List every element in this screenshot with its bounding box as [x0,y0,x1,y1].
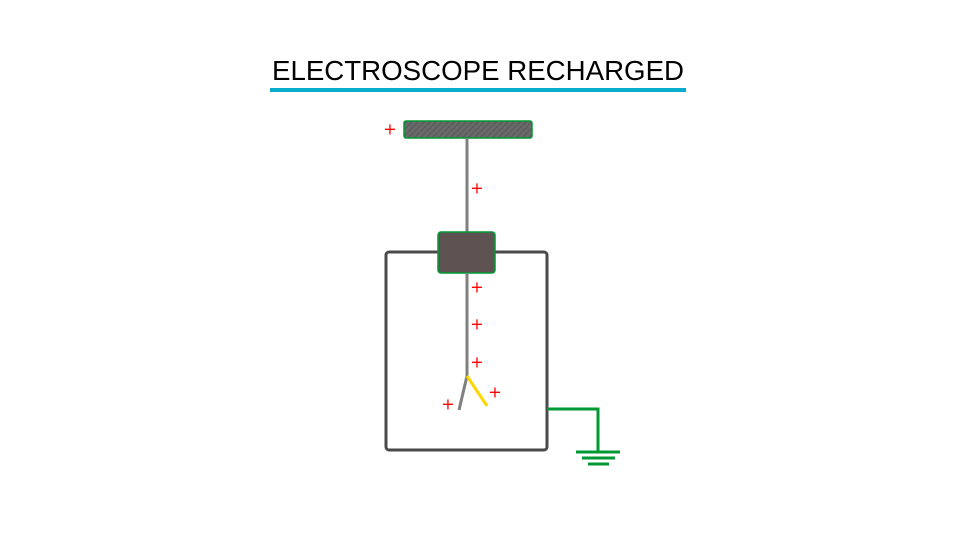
title-underline [270,88,686,92]
charge-stem-1: + [470,278,483,297]
charge-stem-3: + [470,353,483,372]
fixed-leaf [457,375,469,411]
charge-fixed-leaf: + [441,395,454,414]
ground-icon [576,450,620,466]
page-title: ELECTROSCOPE RECHARGED [272,55,684,86]
charge-stem-2: + [470,315,483,334]
charge-rod: + [383,120,396,139]
gold-leaf [465,375,489,407]
charge-gold-leaf: + [488,383,501,402]
charged-rod [403,120,533,139]
charge-wire: + [470,179,483,198]
metal-knob [437,231,496,274]
ground-wire [547,407,600,452]
